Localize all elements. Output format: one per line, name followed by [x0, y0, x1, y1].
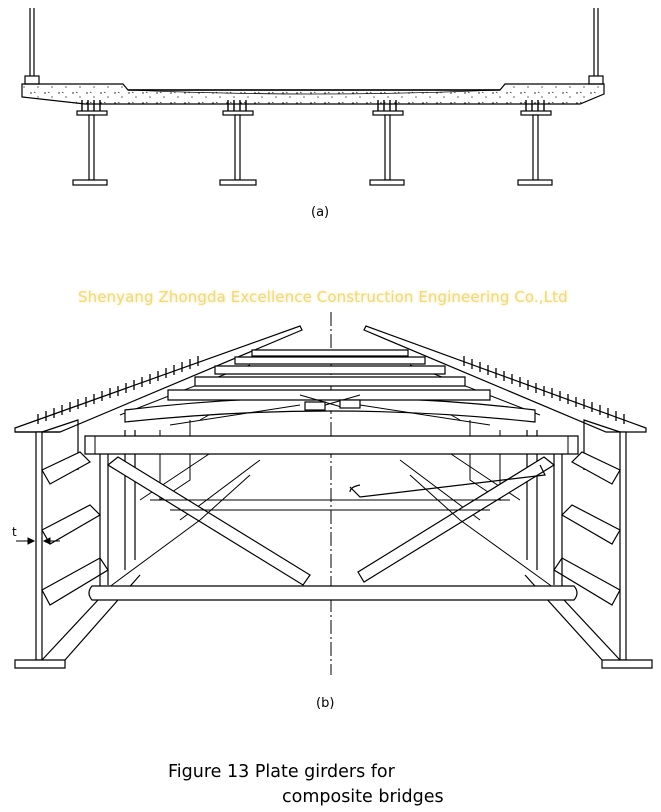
girder-2 — [219, 100, 257, 186]
left-parapet — [24, 8, 40, 85]
watermark-text: Shenyang Zhongda Excellence Construction… — [78, 288, 568, 306]
subfigure-label-a: (a) — [311, 205, 330, 220]
girder-1 — [72, 100, 108, 186]
far-cross-beams — [124, 349, 536, 426]
left-shear-studs — [37, 356, 199, 424]
left-girder — [14, 419, 141, 669]
right-parapet — [588, 8, 604, 85]
figure-caption: Figure 13 Plate girders for composite br… — [168, 760, 444, 810]
girder-4 — [517, 100, 553, 186]
thickness-arrows — [16, 537, 60, 545]
x-bracing — [106, 456, 556, 586]
subfigure-label-b: (b) — [316, 696, 335, 711]
girder-3 — [369, 100, 405, 186]
bottom-cross-beam — [88, 585, 578, 601]
right-girder — [524, 419, 653, 669]
perspective-view-b — [14, 312, 653, 675]
thickness-label: t — [12, 525, 17, 539]
caption-line-2: composite bridges — [282, 787, 444, 807]
right-shear-studs — [463, 356, 625, 424]
cross-section-a — [21, 8, 605, 186]
caption-line-1: Figure 13 Plate girders for — [168, 762, 395, 782]
top-cross-beam — [84, 435, 579, 455]
